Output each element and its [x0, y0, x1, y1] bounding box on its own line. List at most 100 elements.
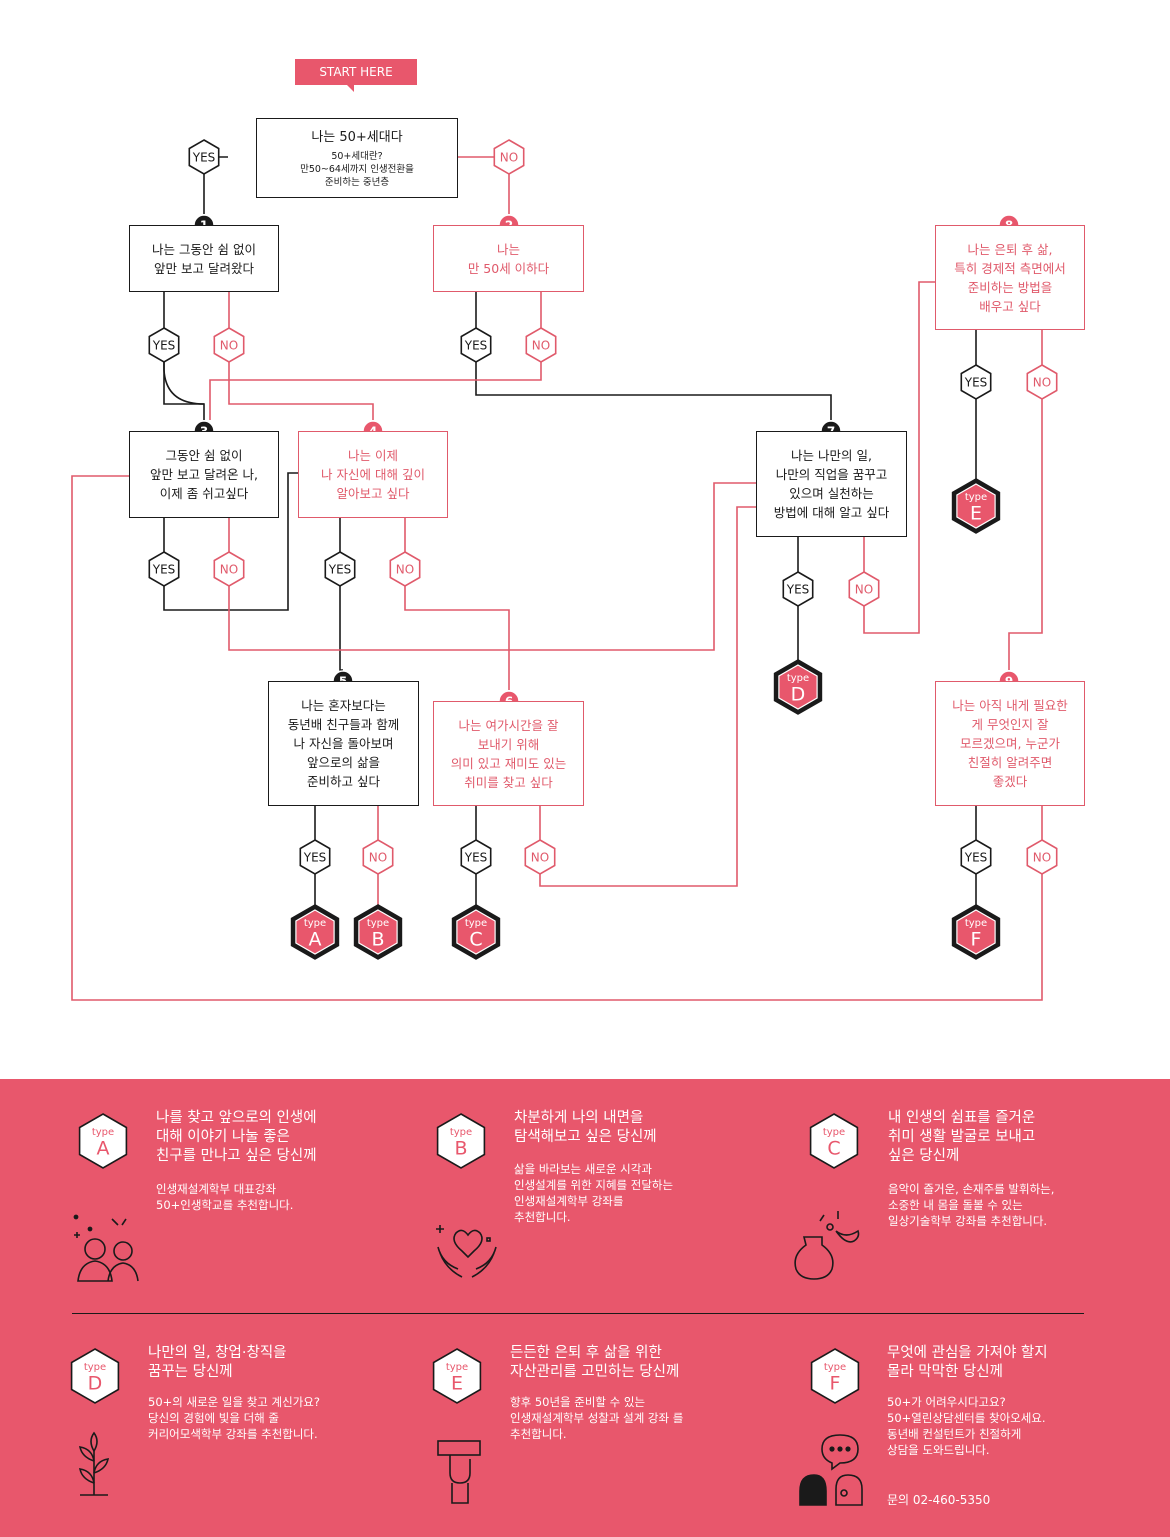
yes-label: YES: [152, 339, 176, 353]
type-word: type: [824, 1362, 846, 1373]
friends-icon: [73, 1214, 139, 1282]
type-letter: D: [791, 684, 806, 706]
yes-label: YES: [328, 563, 352, 577]
flowchart: YES NO YES NO YES NO YES NO YES NO YES NO YES NO YES NO…: [71, 139, 1058, 1001]
question-box-7: 나는 나만의 일, 나만의 직업을 꿈꾸고 있으며 실천하는 방법에 대해 알고…: [756, 431, 907, 537]
plant-icon: [78, 1431, 110, 1496]
yes-label: YES: [464, 851, 488, 865]
type-word: type: [84, 1362, 106, 1373]
type-word: type: [367, 918, 389, 929]
no-badge: NO: [493, 139, 525, 175]
question-title: 나는 50+세대다: [311, 129, 403, 145]
yes-label: YES: [964, 851, 988, 865]
no-label: NO: [220, 563, 238, 577]
question-box-9: 나는 아직 내게 필요한 게 무엇인지 잘 모르겠으며, 누군가 친절히 알려주…: [935, 681, 1085, 806]
yes-badge: YES: [960, 839, 992, 875]
type-headline: 나를 찾고 앞으로의 인생에 대해 이야기 나눌 좋은 친구를 만나고 싶은 당…: [156, 1110, 317, 1164]
yes-badge: YES: [299, 839, 331, 875]
question-text: 나는 은퇴 후 삶, 특히 경제적 측면에서 준비하는 방법을 배우고 싶다: [954, 241, 1066, 314]
legend-divider: [72, 1313, 1084, 1314]
yes-badge: YES: [782, 571, 814, 607]
type-letter: E: [451, 1373, 463, 1395]
no-label: NO: [1033, 851, 1051, 865]
question-text: 나는 아직 내게 필요한 게 무엇인지 잘 모르겠으며, 누군가 친절히 알려주…: [952, 698, 1068, 789]
no-label: NO: [855, 583, 873, 597]
question-box-0: 나는 50+세대다 50+세대란? 만50~64세까지 인생전환을 준비하는 중…: [256, 118, 458, 198]
heart-hands-icon: [436, 1225, 497, 1278]
yes-badge: YES: [460, 839, 492, 875]
no-badge: NO: [1026, 364, 1058, 400]
question-box-3: 그동안 쉼 없이 앞만 보고 달려온 나, 이제 좀 쉬고싶다: [129, 431, 279, 518]
no-badge: NO: [1026, 839, 1058, 875]
type-headline: 든든한 은퇴 후 삶을 위한 자산관리를 고민하는 당신께: [510, 1345, 680, 1380]
no-label: NO: [500, 151, 518, 165]
type-headline: 무엇에 관심을 가져야 할지 몰라 막막한 당신께: [887, 1345, 1048, 1380]
yes-label: YES: [964, 376, 988, 390]
question-box-5: 나는 혼자보다는 동년배 친구들과 함께 나 자신을 돌아보며 앞으로의 삶을 …: [268, 681, 419, 806]
question-box-6: 나는 여가시간을 잘 보내기 위해 의미 있고 재미도 있는 취미를 찾고 싶다: [433, 701, 584, 806]
yes-badge: YES: [460, 327, 492, 363]
jar-croissant-icon: [794, 1211, 860, 1280]
yes-badge: YES: [960, 364, 992, 400]
question-box-1: 나는 그동안 쉼 없이 앞만 보고 달려왔다: [129, 225, 279, 292]
type-body: 삶을 바라보는 새로운 시각과 인생설계를 위한 지혜를 전달하는 인생재설계학…: [514, 1162, 674, 1224]
connector: [163, 345, 204, 405]
type-word: type: [450, 1127, 472, 1138]
type-letter: C: [469, 929, 482, 951]
no-badge: NO: [525, 327, 557, 363]
no-label: NO: [369, 851, 387, 865]
type-word: type: [965, 492, 987, 503]
no-badge: NO: [213, 551, 245, 587]
type-word: type: [787, 673, 809, 684]
start-here-tag: START HERE: [295, 59, 417, 92]
type-letter: F: [971, 929, 982, 951]
yes-badge: YES: [324, 551, 356, 587]
connector: [339, 518, 343, 671]
no-label: NO: [396, 563, 414, 577]
connector: [209, 292, 542, 420]
no-label: NO: [531, 851, 549, 865]
type-letter: C: [827, 1138, 840, 1160]
no-label: NO: [1033, 376, 1051, 390]
type-headline: 나만의 일, 창업·창직을 꿈꾸는 당신께: [148, 1345, 287, 1380]
question-text: 나는 그동안 쉼 없이 앞만 보고 달려왔다: [152, 241, 256, 276]
type-headline: 내 인생의 쉼표를 즐거운 취미 생활 발굴로 보내고 싶은 당신께: [888, 1110, 1036, 1164]
connector: [404, 518, 510, 690]
type-letter: A: [309, 929, 322, 951]
question-box-8: 나는 은퇴 후 삶, 특히 경제적 측면에서 준비하는 방법을 배우고 싶다: [935, 225, 1085, 330]
contact-phone: 문의 02-460-5350: [887, 1493, 991, 1507]
question-text: 나는 혼자보다는 동년배 친구들과 함께 나 자신을 돌아보며 앞으로의 삶을 …: [287, 698, 400, 789]
yes-label: YES: [152, 563, 176, 577]
yes-badge: YES: [188, 139, 220, 175]
type-word: type: [446, 1362, 468, 1373]
connector: [228, 292, 374, 420]
type-letter: E: [970, 503, 982, 525]
question-text: 나는 여가시간을 잘 보내기 위해 의미 있고 재미도 있는 취미를 찾고 싶다: [450, 717, 567, 790]
no-badge: NO: [848, 571, 880, 607]
type-headline: 차분하게 나의 내면을 탐색해보고 싶은 당신께: [514, 1110, 657, 1145]
no-label: NO: [532, 339, 550, 353]
type-letter: A: [97, 1138, 110, 1160]
question-text: 나는 나만의 일, 나만의 직업을 꿈꾸고 있으며 실천하는 방법에 대해 알고…: [773, 448, 890, 520]
type-word: type: [465, 918, 487, 929]
yes-label: YES: [303, 851, 327, 865]
type-body: 50+의 새로운 일을 찾고 계신가요? 당신의 경험에 빛을 더해 줄 커리어…: [148, 1395, 320, 1441]
type-letter: B: [371, 929, 384, 951]
type-body: 향후 50년을 준비할 수 있는 인생재설계학부 성찰과 설계 강좌 를 추천합…: [510, 1395, 684, 1441]
question-box-4: 나는 이제 나 자신에 대해 깊이 알아보고 싶다: [298, 431, 448, 518]
question-note: 50+세대란? 만50~64세까지 인생전환을 준비하는 중년층: [300, 150, 414, 188]
type-body: 음악이 즐거운, 손재주를 발휘하는, 소중한 내 몸을 돌볼 수 있는 일상기…: [888, 1182, 1055, 1228]
no-label: NO: [220, 339, 238, 353]
